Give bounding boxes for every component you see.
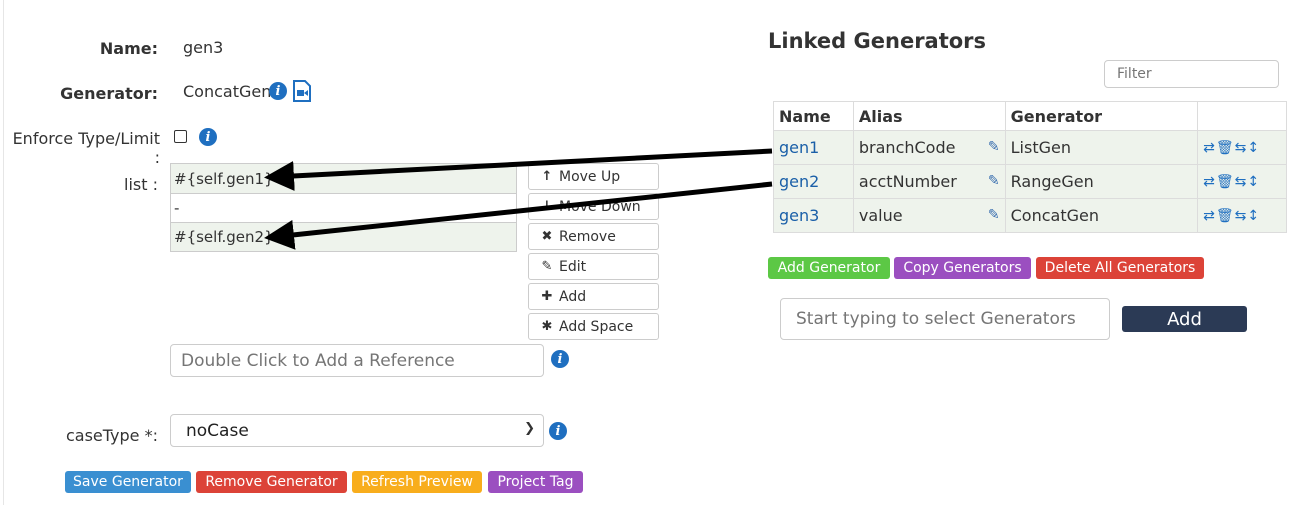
list-item-text: - [174, 199, 180, 217]
link-icon[interactable]: ⇄ [1203, 173, 1216, 190]
alias-text: branchCode [858, 138, 956, 157]
name-value: gen3 [183, 38, 224, 57]
generator-link[interactable]: gen2 [779, 172, 820, 191]
generator-value: ConcatGen [183, 82, 272, 101]
enforce-checkbox[interactable] [174, 130, 187, 143]
link-icon[interactable]: ⇄ [1203, 207, 1216, 224]
list-item[interactable]: #{self.gen1} [171, 164, 516, 193]
button-label: Add [559, 288, 587, 305]
actions-cell: ⇄🗑⇆↕ [1197, 198, 1287, 233]
filter-input[interactable] [1104, 60, 1279, 88]
name-cell: gen3 [773, 198, 854, 233]
add-space-button[interactable]: ✱ Add Space [528, 313, 659, 340]
asterisk-icon: ✱ [541, 319, 553, 334]
casetype-select[interactable]: noCase ❯ [170, 414, 544, 447]
trash-icon[interactable]: 🗑 [1215, 173, 1235, 190]
name-cell: gen1 [773, 130, 854, 165]
pencil-icon[interactable]: ✎ [987, 139, 1000, 155]
table-row: gen3 value ✎ ConcatGen ⇄🗑⇆↕ [773, 198, 1287, 233]
reference-input[interactable] [170, 344, 544, 377]
add-linked-generator-button[interactable]: Add [1122, 306, 1247, 332]
info-icon[interactable]: i [549, 422, 567, 440]
arrow-gen2 [264, 181, 773, 250]
move-vertical-icon[interactable]: ↕ [1247, 139, 1261, 156]
actions-cell: ⇄🗑⇆↕ [1197, 130, 1287, 165]
button-label: Edit [559, 258, 587, 275]
delete-all-generators-button[interactable]: Delete All Generators [1036, 257, 1204, 279]
alias-text: acctNumber [858, 172, 957, 191]
pencil-icon[interactable]: ✎ [987, 207, 1000, 223]
edit-button[interactable]: ✎ Edit [528, 253, 659, 280]
generator-cell: ListGen [1004, 130, 1199, 165]
column-header: Name [773, 101, 854, 131]
generator-link[interactable]: gen1 [779, 138, 820, 157]
swap-icon[interactable]: ⇆ [1234, 173, 1248, 190]
move-vertical-icon[interactable]: ↕ [1247, 207, 1261, 224]
button-label: Remove [559, 228, 616, 245]
linked-generators-table: Name Alias Generator gen1 branchCode ✎ Li… [773, 101, 1287, 233]
add-generator-button[interactable]: Add Generator [768, 257, 890, 279]
times-icon: ✖ [541, 229, 553, 244]
video-doc-icon[interactable] [292, 80, 312, 106]
list-item-text: #{self.gen2} [174, 228, 274, 246]
trash-icon[interactable]: 🗑 [1215, 207, 1235, 224]
chevron-down-icon: ❯ [524, 421, 535, 436]
remove-generator-button[interactable]: Remove Generator [196, 471, 347, 493]
table-row: gen2 acctNumber ✎ RangeGen ⇄🗑⇆↕ [773, 164, 1287, 199]
list-item-text: #{self.gen1} [174, 169, 274, 188]
link-icon[interactable]: ⇄ [1203, 139, 1216, 156]
info-icon[interactable]: i [269, 82, 287, 100]
table-row: gen1 branchCode ✎ ListGen ⇄🗑⇆↕ [773, 130, 1287, 165]
column-header [1197, 101, 1287, 131]
column-header: Generator [1004, 101, 1199, 131]
actions-cell: ⇄🗑⇆↕ [1197, 164, 1287, 199]
name-label: Name: [99, 39, 158, 58]
list-item[interactable]: #{self.gen2} [171, 222, 516, 251]
column-header: Alias [852, 101, 1006, 131]
button-label: Move Up [559, 168, 621, 185]
trash-icon[interactable]: 🗑 [1215, 139, 1235, 156]
pencil-icon: ✎ [541, 259, 553, 274]
generator-select-input[interactable] [780, 298, 1110, 340]
left-border [3, 0, 4, 505]
copy-generators-button[interactable]: Copy Generators [894, 257, 1031, 279]
linked-generators-title: Linked Generators [768, 29, 987, 53]
list-item[interactable]: - [171, 193, 516, 222]
list-label: list : [124, 175, 158, 194]
generator-cell: ConcatGen [1004, 198, 1199, 233]
enforce-label: Enforce Type/Limit : [12, 129, 160, 167]
info-icon[interactable]: i [199, 128, 217, 146]
list-box[interactable]: #{self.gen1} - #{self.gen2} [170, 163, 517, 252]
info-icon[interactable]: i [551, 350, 569, 368]
move-up-button[interactable]: ↑ Move Up [528, 163, 659, 190]
arrow-gen1 [264, 148, 773, 191]
casetype-value: noCase [186, 420, 249, 441]
generator-link[interactable]: gen3 [779, 206, 820, 225]
save-generator-button[interactable]: Save Generator [65, 471, 191, 493]
swap-icon[interactable]: ⇆ [1234, 139, 1248, 156]
alias-cell: value ✎ [852, 198, 1006, 233]
name-cell: gen2 [773, 164, 854, 199]
generator-label: Generator: [60, 84, 158, 103]
button-label: Add Space [559, 318, 634, 335]
add-button[interactable]: ✚ Add [528, 283, 659, 310]
generator-cell: RangeGen [1004, 164, 1199, 199]
swap-icon[interactable]: ⇆ [1234, 207, 1248, 224]
remove-button[interactable]: ✖ Remove [528, 223, 659, 250]
project-tag-button[interactable]: Project Tag [488, 471, 583, 493]
move-vertical-icon[interactable]: ↕ [1247, 173, 1261, 190]
refresh-preview-button[interactable]: Refresh Preview [352, 471, 482, 493]
casetype-label: caseType *: [65, 426, 158, 445]
alias-text: value [858, 206, 903, 225]
arrow-up-icon: ↑ [541, 169, 553, 184]
table-header-row: Name Alias Generator [773, 101, 1287, 131]
plus-icon: ✚ [541, 289, 553, 304]
pencil-icon[interactable]: ✎ [987, 173, 1000, 189]
